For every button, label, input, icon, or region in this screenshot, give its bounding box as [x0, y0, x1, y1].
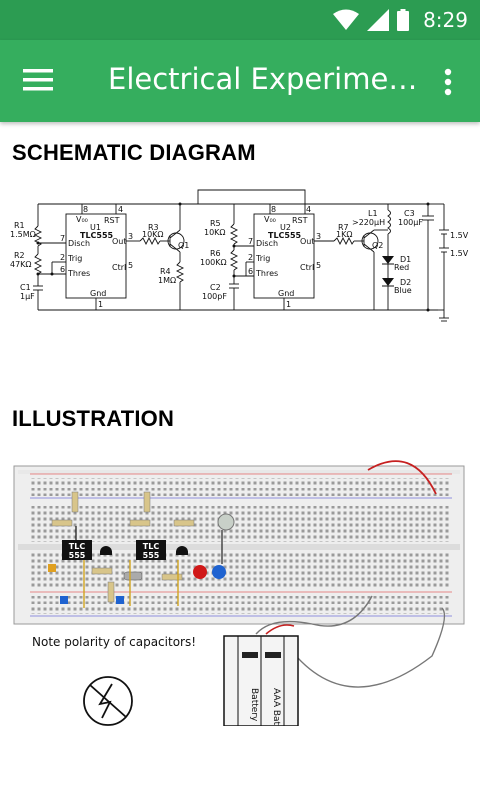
u1-trig: Trig: [67, 254, 82, 263]
u1-pin6: 6: [60, 265, 65, 274]
u2-pin8: 8: [271, 205, 276, 214]
schematic-diagram: R1 1.5MΩ R2 47KΩ C1 1µF V₀₀ RST U1 TLC55…: [10, 189, 469, 322]
u2-label: U2: [280, 223, 291, 232]
d1-color: Red: [394, 263, 409, 272]
battery-icon: [397, 9, 410, 31]
u1-ctrl: Ctrl: [112, 263, 126, 272]
r5-label: R5: [210, 219, 221, 228]
r7-value: 1KΩ: [336, 230, 352, 239]
u1-pin1: 1: [98, 300, 103, 309]
polarity-note: Note polarity of capacitors!: [32, 635, 196, 649]
wifi-icon: [333, 9, 360, 30]
u1-thres: Thres: [67, 269, 90, 278]
battery-1-voltage: 1.5V: [450, 231, 469, 240]
r5-value: 10KΩ: [204, 228, 226, 237]
u1-pin4: 4: [118, 205, 123, 214]
d2-label: D2: [400, 278, 411, 287]
u1-pin5: 5: [128, 261, 133, 270]
u2-pin7: 7: [248, 237, 253, 246]
r2-label: R2: [14, 251, 25, 260]
chip-1-line-2: 555: [69, 551, 86, 560]
r1-label: R1: [14, 221, 25, 230]
r1-value: 1.5MΩ: [10, 230, 36, 239]
overflow-menu-button[interactable]: [436, 62, 460, 102]
l1-value: >220µH: [352, 218, 385, 227]
u1-rst: RST: [104, 216, 120, 225]
breadboard-illustration: TLC 555 TLC 555 Note polarity of capacit…: [13, 460, 465, 726]
navigation-menu-button[interactable]: [16, 58, 60, 102]
r7-label: R7: [338, 223, 349, 232]
l1-label: L1: [368, 209, 378, 218]
u2-pin2: 2: [248, 253, 253, 262]
hamburger-menu-icon: [23, 69, 53, 91]
battery-2-voltage: 1.5V: [450, 249, 469, 258]
u1-out: Out: [112, 237, 127, 246]
battery-holder: Battery AAA Batt: [223, 635, 299, 726]
u1-gnd: Gnd: [90, 289, 106, 298]
u2-rst: RST: [292, 216, 308, 225]
app-title: Electrical Experiments: [108, 62, 418, 96]
cell-signal-icon: [367, 9, 390, 31]
more-vert-icon: [444, 68, 452, 96]
u1-vdd: V₀₀: [76, 215, 88, 224]
u1-disch: Disch: [68, 239, 90, 248]
r3-label: R3: [148, 223, 159, 232]
status-icons: 8:29: [333, 6, 468, 34]
chip-2-line-2: 555: [143, 551, 160, 560]
u2-vdd: V₀₀: [264, 215, 276, 224]
battery-label-2: AAA Batt: [271, 688, 281, 726]
u2-pin6: 6: [248, 267, 253, 276]
q2-label: Q2: [372, 241, 383, 250]
u2-pin5: 5: [316, 261, 321, 270]
c3-value: 100µF: [398, 218, 423, 227]
u2-disch: Disch: [256, 239, 278, 248]
static-warning-icon: [83, 676, 133, 726]
chip-1-line-1: TLC: [69, 542, 86, 551]
u2-thres: Thres: [255, 269, 278, 278]
chip-2-line-1: TLC: [143, 542, 160, 551]
r6-value: 100KΩ: [200, 258, 227, 267]
c2-value: 100pF: [202, 292, 227, 301]
status-bar: 8:29: [0, 0, 480, 40]
r3-value: 10KΩ: [142, 230, 164, 239]
u1-pin2: 2: [60, 253, 65, 262]
r4-value: 1MΩ: [158, 276, 176, 285]
c1-value: 1µF: [20, 292, 35, 301]
r4-label: R4: [160, 267, 171, 276]
schematic-diagram-heading: SCHEMATIC DIAGRAM: [12, 140, 256, 165]
u2-gnd: Gnd: [278, 289, 294, 298]
u1-chip: TLC555: [80, 231, 114, 240]
u1-pin8: 8: [83, 205, 88, 214]
u2-pin4: 4: [306, 205, 311, 214]
c2-label: C2: [210, 283, 221, 292]
q1-label: Q1: [178, 241, 189, 250]
clock-time: 8:29: [423, 8, 468, 32]
u2-pin3: 3: [316, 232, 321, 241]
d2-color: Blue: [394, 286, 412, 295]
c1-label: C1: [20, 283, 31, 292]
u2-chip: TLC555: [268, 231, 302, 240]
app-bar: Electrical Experiments: [0, 40, 480, 122]
illustration-heading: ILLUSTRATION: [12, 406, 175, 431]
c3-label: C3: [404, 209, 415, 218]
r6-label: R6: [210, 249, 221, 258]
u1-label: U1: [90, 223, 101, 232]
u2-pin1: 1: [286, 300, 291, 309]
u2-trig: Trig: [255, 254, 270, 263]
u2-ctrl: Ctrl: [300, 263, 314, 272]
d1-label: D1: [400, 255, 411, 264]
r2-value: 47KΩ: [10, 260, 32, 269]
battery-label-1: Battery: [249, 688, 259, 722]
u2-out: Out: [300, 237, 315, 246]
u1-pin3: 3: [128, 232, 133, 241]
u1-pin7: 7: [60, 234, 65, 243]
